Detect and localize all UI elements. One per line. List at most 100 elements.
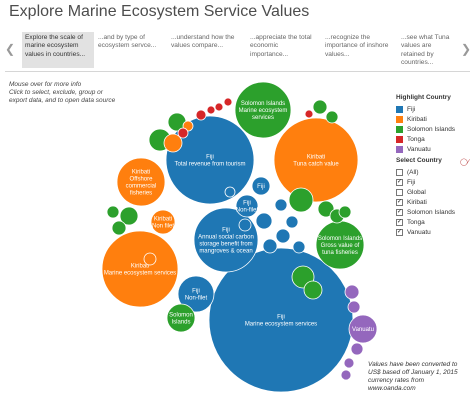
bubble-solomon-islands[interactable] — [317, 200, 335, 218]
bubble-solomon-islands[interactable] — [234, 81, 292, 139]
story-point-text: ...see what Tuna — [401, 34, 450, 41]
bubble-solomon-islands[interactable] — [288, 187, 314, 213]
filter-option[interactable]: ✓ Fiji — [396, 177, 472, 187]
bubble-fiji[interactable] — [177, 275, 215, 313]
story-point-text: ...understand how the — [171, 34, 235, 41]
bubble-label: services — [252, 115, 274, 121]
footnote-line: Values have been converted to — [368, 361, 458, 368]
bubble-tonga[interactable] — [214, 102, 224, 112]
checkbox-checked[interactable]: ✓ — [396, 178, 403, 186]
bubble-solomon-islands[interactable] — [106, 205, 120, 219]
instructions-text: Mouse over for more info Click to select… — [9, 81, 159, 105]
bubble-fiji[interactable] — [262, 238, 278, 254]
bubble-fiji[interactable] — [255, 212, 273, 230]
bubble-fiji[interactable] — [292, 240, 306, 254]
bubble-kiribati[interactable] — [143, 252, 157, 266]
checkbox-checked[interactable]: ✓ — [396, 228, 403, 236]
instruction-line: Mouse over for more info — [9, 81, 82, 88]
bubble-kiribati[interactable] — [101, 230, 179, 308]
bubble-solomon-islands[interactable] — [111, 220, 127, 236]
bubble-vanuatu[interactable] — [347, 300, 361, 314]
bubble-tonga[interactable] — [195, 109, 207, 121]
filter-option[interactable]: ✓ Kiribati — [396, 197, 472, 207]
filter-option-label: Vanuatu — [407, 228, 431, 236]
bubble-tonga[interactable] — [206, 105, 216, 115]
legend-swatch — [396, 135, 403, 143]
bubble-label: storage benefit from — [199, 242, 252, 248]
bubble-vanuatu[interactable] — [340, 369, 352, 381]
filter-option[interactable]: ✓Solomon Islands — [396, 207, 472, 217]
bubble-fiji[interactable] — [224, 186, 236, 198]
bubble-vanuatu[interactable] — [344, 284, 360, 300]
legend-label: Solomon Islands — [407, 125, 456, 133]
bubble-fiji[interactable] — [275, 228, 291, 244]
legend-item[interactable]: Vanuatu — [396, 144, 472, 154]
bubble-fiji[interactable] — [235, 194, 259, 218]
bubble-solomon-islands[interactable] — [303, 280, 323, 300]
checkbox-checked[interactable]: ✓ — [396, 218, 403, 226]
filter-option[interactable]: ✓Tonga — [396, 217, 472, 227]
bubble-solomon-islands[interactable] — [338, 205, 352, 219]
bubble-solomon-islands[interactable] — [119, 206, 139, 226]
bubble-solomon-islands[interactable] — [325, 110, 339, 124]
checkbox-unchecked[interactable] — [396, 168, 403, 176]
bubble-kiribati[interactable] — [163, 133, 183, 153]
bubble-vanuatu[interactable] — [350, 342, 364, 356]
chevron-right-icon[interactable]: ❯ — [461, 42, 472, 56]
bubble-fiji[interactable] — [274, 198, 288, 212]
filter-option-label: Fiji — [407, 178, 416, 186]
story-point-text: ...recognize the — [325, 34, 371, 41]
legend-label: Tonga — [407, 135, 425, 143]
legend-item[interactable]: Fiji — [396, 104, 472, 114]
legend-item[interactable]: Tonga — [396, 134, 472, 144]
legend-item[interactable]: Solomon Islands — [396, 124, 472, 134]
bubble-fiji[interactable] — [251, 176, 271, 196]
bubble-label: Kiribati — [132, 170, 150, 176]
bubble-tonga[interactable] — [177, 127, 189, 139]
bubble-vanuatu[interactable] — [343, 357, 355, 369]
checkbox-checked[interactable]: ✓ — [396, 198, 403, 206]
bubble-fiji[interactable] — [285, 215, 299, 229]
bubble-label: Annual social carbon — [198, 235, 254, 241]
checkbox-unchecked[interactable] — [396, 188, 403, 196]
bubble-tonga[interactable] — [223, 97, 233, 107]
chevron-left-icon[interactable]: ❮ — [5, 42, 16, 56]
bubble-solomon-islands[interactable] — [312, 99, 328, 115]
bubble-fiji[interactable] — [165, 115, 255, 205]
legend-label: Vanuatu — [407, 145, 431, 153]
bubble-label: Kiribati — [154, 217, 172, 223]
bubble-kiribati[interactable] — [273, 117, 359, 203]
checkbox-checked[interactable]: ✓ — [396, 208, 403, 216]
bubble-label: Kiribati — [131, 264, 149, 270]
legend-label: Fiji — [407, 105, 416, 113]
bubble-label: Islands — [171, 320, 190, 326]
legend-swatch — [396, 145, 403, 153]
bubble-tonga[interactable] — [304, 109, 314, 119]
clear-filter-icon[interactable]: ◯∕ — [459, 159, 469, 166]
filter-option-label: Kiribati — [407, 198, 427, 206]
legend-item[interactable]: Kiribati — [396, 114, 472, 124]
bubble-kiribati[interactable] — [150, 209, 176, 235]
bubble-fiji[interactable] — [238, 218, 252, 232]
bubble-vanuatu[interactable] — [348, 314, 378, 344]
bubble-solomon-islands[interactable] — [166, 303, 196, 333]
filter-option[interactable]: (All) — [396, 167, 472, 177]
story-point-text: values... — [325, 50, 350, 58]
bubble-kiribati[interactable] — [116, 157, 166, 207]
legend-swatch — [396, 125, 403, 133]
filter-option[interactable]: Global — [396, 187, 472, 197]
filter-option[interactable]: ✓ Vanuatu — [396, 227, 472, 237]
bubble-label: Solomon Islands — [241, 101, 285, 107]
currency-footnote: Values have been converted to US$ based … — [368, 361, 468, 393]
footnote-line: currency rates from — [368, 377, 424, 384]
